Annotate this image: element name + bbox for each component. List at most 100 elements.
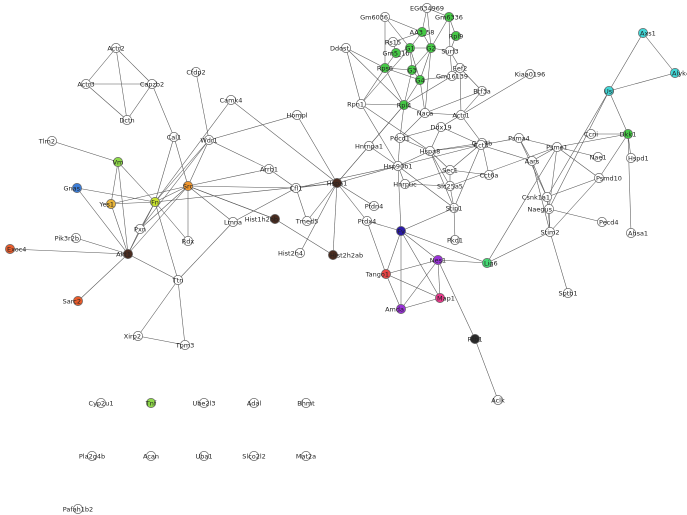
- node-hist2h4[interactable]: Hist2h4: [278, 248, 305, 258]
- node-pik3r2b[interactable]: Pik3r2b: [55, 233, 81, 243]
- node-psma4[interactable]: Psma4: [508, 133, 530, 143]
- node-akt1[interactable]: Akt1: [116, 249, 133, 259]
- node-circle[interactable]: [362, 216, 372, 226]
- node-circle[interactable]: [484, 170, 494, 180]
- node-dkk1[interactable]: Dkk1: [620, 129, 637, 139]
- node-amda[interactable]: Amda: [385, 304, 406, 314]
- node-circle[interactable]: [204, 135, 214, 145]
- node-circle[interactable]: [47, 136, 57, 146]
- node-pkd1[interactable]: Pkd1: [447, 235, 463, 245]
- node-nae1[interactable]: Nae1: [590, 152, 607, 162]
- node-circle[interactable]: [113, 157, 123, 167]
- node-circle[interactable]: [264, 164, 274, 174]
- node-circle[interactable]: [364, 141, 374, 151]
- node-circle[interactable]: [183, 181, 193, 191]
- node-yes1[interactable]: Yes1: [98, 199, 116, 209]
- node-circle[interactable]: [586, 129, 596, 139]
- node-circle[interactable]: [445, 181, 455, 191]
- node-circle[interactable]: [597, 217, 607, 227]
- node-circle[interactable]: [444, 12, 454, 22]
- node-circle[interactable]: [96, 398, 106, 408]
- node-circle[interactable]: [436, 122, 446, 132]
- node-circle[interactable]: [341, 43, 351, 53]
- node-prdx4[interactable]: Prdx4: [358, 216, 376, 226]
- node-circle[interactable]: [395, 133, 405, 143]
- node-circle[interactable]: [332, 178, 342, 188]
- node-circle[interactable]: [226, 95, 236, 105]
- node-circle[interactable]: [381, 269, 391, 279]
- node-tnf[interactable]: Tnf: [145, 398, 157, 408]
- node-ddx19[interactable]: Ddx19: [430, 122, 452, 132]
- node-lmna[interactable]: Lmna: [224, 217, 242, 227]
- node-circle[interactable]: [199, 398, 209, 408]
- node-circle[interactable]: [199, 451, 209, 461]
- node-circle[interactable]: [415, 75, 425, 85]
- node-circle[interactable]: [72, 183, 82, 193]
- node-circle[interactable]: [302, 216, 312, 226]
- node-tango1[interactable]: Tango1: [365, 269, 391, 279]
- node-sptb1[interactable]: Sptb1: [558, 288, 578, 298]
- node-src[interactable]: Src: [183, 181, 194, 191]
- node-circle[interactable]: [380, 12, 390, 22]
- node-circle[interactable]: [422, 3, 432, 13]
- node-circle[interactable]: [111, 43, 121, 53]
- node-circle[interactable]: [456, 110, 466, 120]
- node-pfdn4[interactable]: Pfdn4: [365, 201, 384, 211]
- node-circle[interactable]: [545, 227, 555, 237]
- node-circle[interactable]: [435, 293, 445, 303]
- node-circle[interactable]: [396, 304, 406, 314]
- node-fn[interactable]: Fn: [150, 197, 160, 207]
- node-circle[interactable]: [150, 197, 160, 207]
- node-circle[interactable]: [169, 132, 179, 142]
- node-gm16139[interactable]: Gm16139: [436, 71, 468, 81]
- node-uba1[interactable]: Uba1: [195, 451, 213, 461]
- node-circle[interactable]: [122, 115, 132, 125]
- node-csnk1a1[interactable]: Csnk1a1: [522, 192, 552, 202]
- node-ddost[interactable]: Ddost: [330, 43, 351, 53]
- node-circle[interactable]: [544, 204, 554, 214]
- node-circle[interactable]: [405, 43, 415, 53]
- node-circle[interactable]: [183, 236, 193, 246]
- node-tmed5[interactable]: Tmed5: [295, 216, 319, 226]
- node-circle[interactable]: [476, 140, 486, 150]
- node-stim2[interactable]: Stim2: [541, 227, 560, 237]
- node-circle[interactable]: [180, 340, 190, 350]
- node-hsp90b1[interactable]: Hsp90b1: [384, 161, 413, 171]
- node-circle[interactable]: [482, 258, 492, 268]
- node-rs15[interactable]: Rs15: [385, 37, 401, 47]
- node-ahsa1[interactable]: Ahsa1: [626, 228, 648, 238]
- node-circle[interactable]: [477, 86, 487, 96]
- node-circle[interactable]: [542, 192, 552, 202]
- node-lig6[interactable]: Lig6: [482, 258, 498, 268]
- node-circle[interactable]: [450, 235, 460, 245]
- node-gnas[interactable]: Gnas: [63, 183, 82, 193]
- node-circle[interactable]: [626, 228, 636, 238]
- node-psmd10[interactable]: Psmd10: [594, 173, 622, 183]
- node-ccni[interactable]: Ccni: [584, 129, 598, 139]
- node-cfl1[interactable]: Cfl1: [290, 183, 303, 193]
- node-circle[interactable]: [525, 69, 535, 79]
- node-circle[interactable]: [191, 67, 201, 77]
- node-axs1[interactable]: Axs1: [638, 28, 656, 38]
- node-circle[interactable]: [393, 161, 403, 171]
- node-circle[interactable]: [638, 28, 648, 38]
- node-circle[interactable]: [399, 100, 409, 110]
- node-circle[interactable]: [447, 71, 457, 81]
- node-circle[interactable]: [146, 398, 156, 408]
- node-circle[interactable]: [291, 183, 301, 193]
- node-circle[interactable]: [425, 146, 435, 156]
- node-circle[interactable]: [369, 201, 379, 211]
- node-circle[interactable]: [426, 43, 436, 53]
- node-dctn[interactable]: Dctn: [119, 115, 135, 125]
- node-circle[interactable]: [388, 37, 398, 47]
- node-circle[interactable]: [593, 152, 603, 162]
- node-hompl[interactable]: Hompl: [286, 110, 308, 120]
- node-circle[interactable]: [106, 199, 116, 209]
- node-slco2l2[interactable]: Slco2l2: [242, 451, 266, 461]
- node-usl[interactable]: Usl: [604, 86, 614, 96]
- node-circle[interactable]: [295, 248, 305, 258]
- node-circle[interactable]: [249, 398, 259, 408]
- node-naegus[interactable]: Naegus: [528, 204, 554, 214]
- node-rpl9[interactable]: Rpl9: [449, 31, 464, 41]
- node-actr3[interactable]: Actr3: [77, 79, 95, 89]
